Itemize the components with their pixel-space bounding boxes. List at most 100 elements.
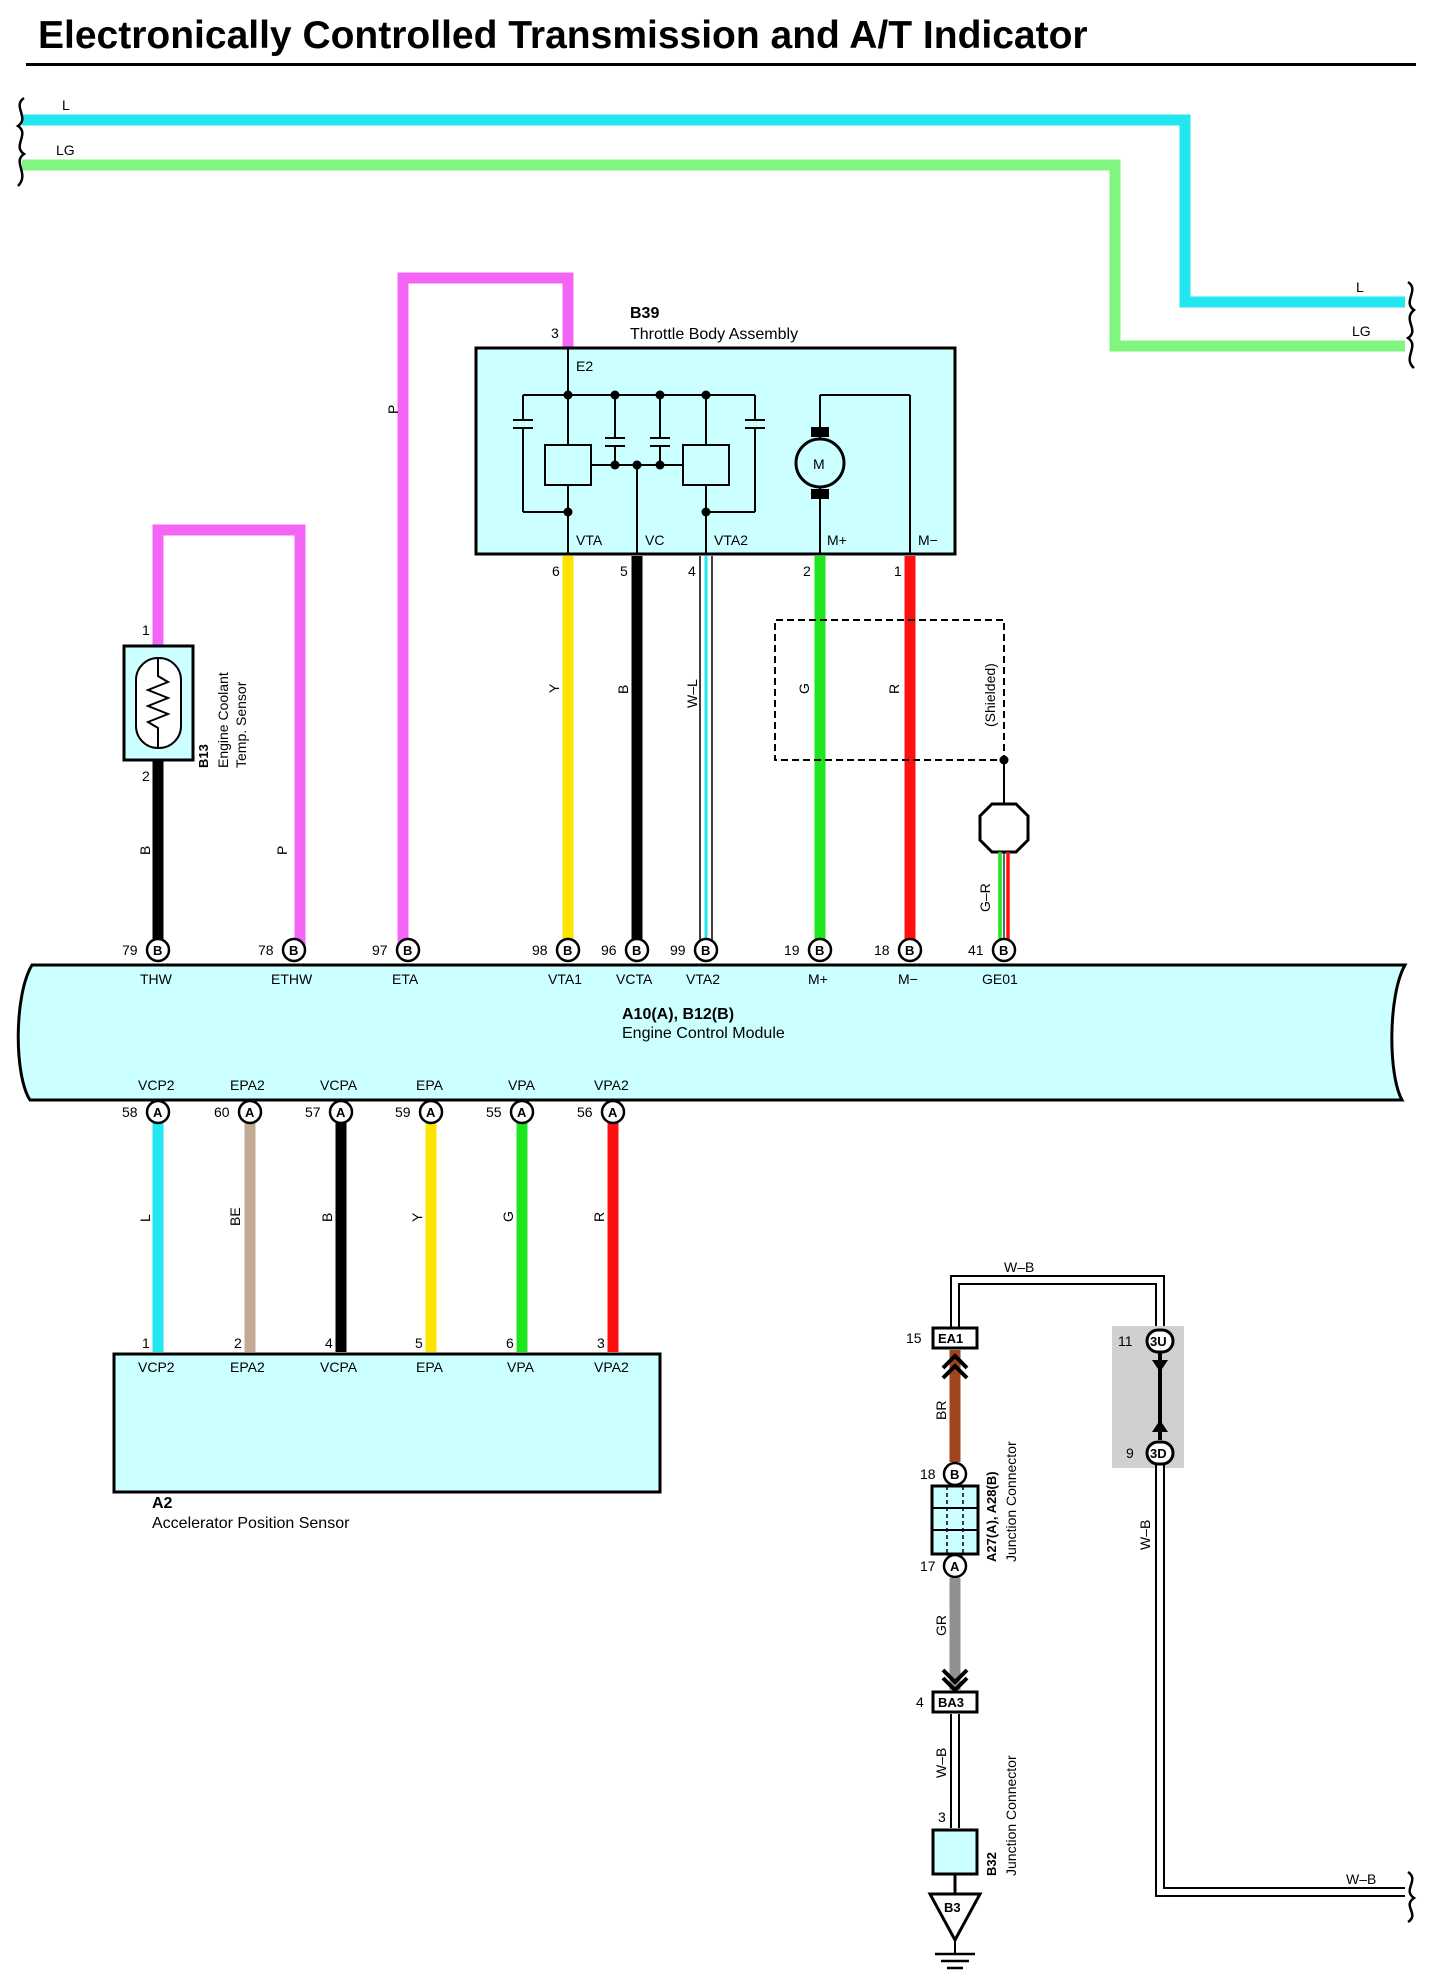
tb-pin-1: 1 — [894, 563, 902, 579]
conn-98: B — [563, 943, 572, 958]
conn-56: A — [608, 1105, 618, 1120]
conn-58: A — [153, 1105, 163, 1120]
ects-name-2: Temp. Sensor — [233, 681, 249, 768]
conn-55: A — [517, 1105, 527, 1120]
conn-99: B — [701, 943, 710, 958]
conn-41: B — [999, 943, 1008, 958]
ecm-id: A10(A), B12(B) — [622, 1006, 734, 1023]
wire-label-g: G — [796, 683, 812, 694]
conn-78: B — [289, 943, 298, 958]
motor-icon-label: M — [813, 456, 825, 472]
tb-pin-4: 4 — [688, 563, 696, 579]
wire-label-g-vpa: G — [500, 1211, 516, 1222]
wire-label-r: R — [886, 684, 902, 694]
tb-terminal-vc: VC — [645, 532, 664, 548]
title-rule — [26, 63, 1416, 66]
ground-circuit: W–B W–B W–B 3U 11 3D 9 EA1 15 BR B 18 — [906, 1259, 1405, 1970]
conn-3d: 3D — [1150, 1446, 1167, 1461]
tb-terminal-mminus: M− — [918, 532, 938, 548]
ecm-terminal-thw: THW — [140, 971, 173, 987]
wire-label-p-ethw: P — [274, 846, 290, 855]
wire-label-b-vcpa: B — [319, 1213, 335, 1222]
ecm-terminal-vta2: VTA2 — [686, 971, 720, 987]
ecm-terminal-vcta: VCTA — [616, 971, 653, 987]
tb-terminal-vta: VTA — [576, 532, 603, 548]
a2-pin-4: 4 — [325, 1335, 333, 1351]
top-wire-LG: LG LG — [22, 142, 1405, 352]
ecm-terminal-vpa2: VPA2 — [594, 1077, 629, 1093]
shield: (Shielded) G–R — [774, 619, 1030, 950]
a2-terminal-epa2: EPA2 — [230, 1359, 265, 1375]
conn-17-a: A — [950, 1559, 960, 1574]
wire-label-L-left: L — [62, 97, 70, 113]
wire-label-y-epa: Y — [409, 1212, 425, 1222]
pin-98: 98 — [532, 942, 548, 958]
wire-label-wl: W–L — [684, 679, 700, 708]
conn-18: B — [905, 943, 914, 958]
ecm-terminal-vpa: VPA — [508, 1077, 536, 1093]
pin-78: 78 — [258, 942, 274, 958]
ecm-terminal-mplus: M+ — [808, 971, 828, 987]
jc-b32-name: Junction Connector — [1003, 1755, 1019, 1876]
ecm-terminal-vcp2: VCP2 — [138, 1077, 175, 1093]
a2-pin-6: 6 — [506, 1335, 514, 1351]
wire-label-LG-right: LG — [1352, 323, 1371, 339]
wire-label-wb-top: W–B — [1004, 1259, 1034, 1275]
wire-label-be: BE — [227, 1207, 243, 1226]
a2-pin-3: 3 — [597, 1335, 605, 1351]
pin-15: 15 — [906, 1330, 922, 1346]
ecm-terminal-ge01: GE01 — [982, 971, 1018, 987]
a2-terminal-epa: EPA — [416, 1359, 444, 1375]
pin-11: 11 — [1118, 1333, 1133, 1349]
conn-96: B — [632, 943, 641, 958]
ecm-terminal-ethw: ETHW — [271, 971, 313, 987]
ecm-terminal-vcpa: VCPA — [320, 1077, 358, 1093]
conn-60: A — [245, 1105, 255, 1120]
engine-coolant-temp-sensor: 1 2 B13 Engine Coolant Temp. Sensor B P — [122, 524, 306, 950]
ects-pin-1: 1 — [142, 622, 150, 638]
wire-label-gr-shield: G–R — [977, 883, 993, 912]
wire-label-p-eta: P — [385, 405, 401, 414]
ecm-top-connectors: B 79 THW B 78 ETHW B 97 ETA B 98 VTA1 B … — [122, 937, 1018, 987]
shield-label: (Shielded) — [982, 663, 998, 727]
pin-96: 96 — [601, 942, 617, 958]
wire-label-wb-right: W–B — [1137, 1520, 1153, 1550]
engine-control-module: A10(A), B12(B) Engine Control Module — [16, 963, 1408, 1102]
wire-label-b-vcta: B — [615, 685, 631, 694]
tb-id: B39 — [630, 305, 659, 322]
pin-57: 57 — [305, 1104, 321, 1120]
tb-pin-top: 3 — [551, 325, 559, 341]
conn-18-b: B — [950, 1467, 959, 1482]
ects-id: B13 — [196, 744, 211, 768]
wire-label-br: BR — [933, 1401, 949, 1420]
pin-58: 58 — [122, 1104, 138, 1120]
tb-pin-5: 5 — [620, 563, 628, 579]
pin-59: 59 — [395, 1104, 411, 1120]
jc-a27-id: A27(A), A28(B) — [984, 1471, 999, 1562]
wire-label-LG-left: LG — [56, 142, 75, 158]
pin-41: 41 — [968, 942, 984, 958]
conn-97: B — [403, 943, 412, 958]
tb-name: Throttle Body Assembly — [630, 326, 798, 343]
accel-wires: L BE B Y G R — [137, 1112, 619, 1352]
conn-ba3: BA3 — [938, 1695, 964, 1710]
pin-56: 56 — [577, 1104, 593, 1120]
throttle-wires: Y B W–L G R P — [385, 405, 916, 950]
ecm-terminal-mminus: M− — [898, 971, 918, 987]
ecm-name: Engine Control Module — [622, 1025, 785, 1042]
wire-label-y: Y — [546, 683, 562, 693]
pin-99: 99 — [670, 942, 686, 958]
ects-name-1: Engine Coolant — [215, 672, 231, 768]
throttle-body-assembly: 3 B39 Throttle Body Assembly E2 — [397, 272, 957, 950]
top-wire-L: L L — [22, 97, 1405, 308]
wire-label-gr: GR — [933, 1615, 949, 1636]
pin-18: 18 — [874, 942, 890, 958]
pin-19: 19 — [784, 942, 800, 958]
pin-4-ba3: 4 — [916, 1694, 924, 1710]
jc-b32-id: B32 — [984, 1852, 999, 1876]
ecm-terminal-epa2: EPA2 — [230, 1077, 265, 1093]
a2-terminal-vcpa: VCPA — [320, 1359, 358, 1375]
page-title: Electronically Controlled Transmission a… — [38, 14, 1088, 57]
tb-pin-2: 2 — [803, 563, 811, 579]
